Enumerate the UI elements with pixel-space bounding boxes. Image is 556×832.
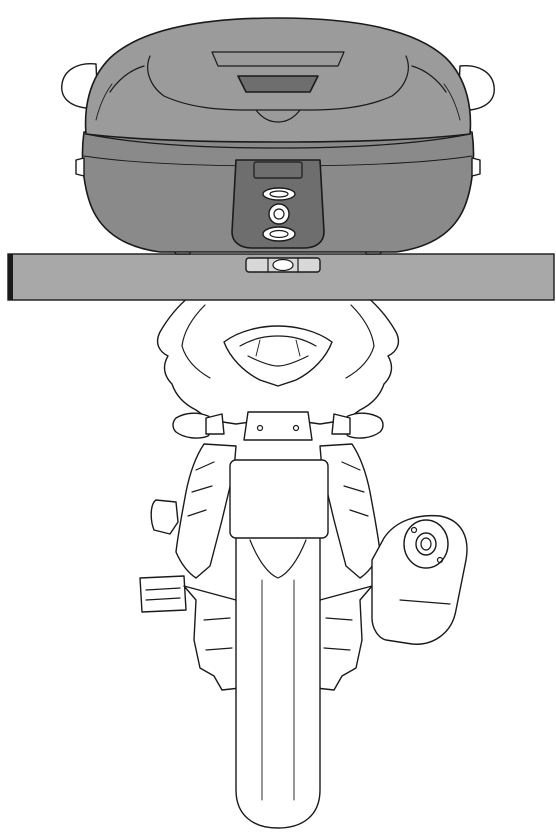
lock-icon — [231, 159, 325, 249]
level-bubble — [272, 258, 294, 272]
level-bar-end — [8, 254, 13, 300]
engine-lower — [183, 585, 241, 691]
left-frame — [175, 443, 237, 579]
exhaust-muffler-icon — [371, 514, 468, 645]
right-frame — [319, 443, 381, 579]
left-turn-signal — [172, 412, 214, 439]
case-reflector — [237, 75, 319, 93]
spirit-level-icon — [7, 253, 555, 301]
left-footpeg — [150, 499, 179, 535]
motorcycle-rear-view-icon — [139, 295, 468, 829]
plate-bracket — [243, 411, 313, 441]
license-plate — [229, 459, 329, 539]
rear-tire — [235, 491, 321, 829]
top-case-icon — [61, 17, 495, 255]
right-turn-signal — [342, 412, 384, 439]
